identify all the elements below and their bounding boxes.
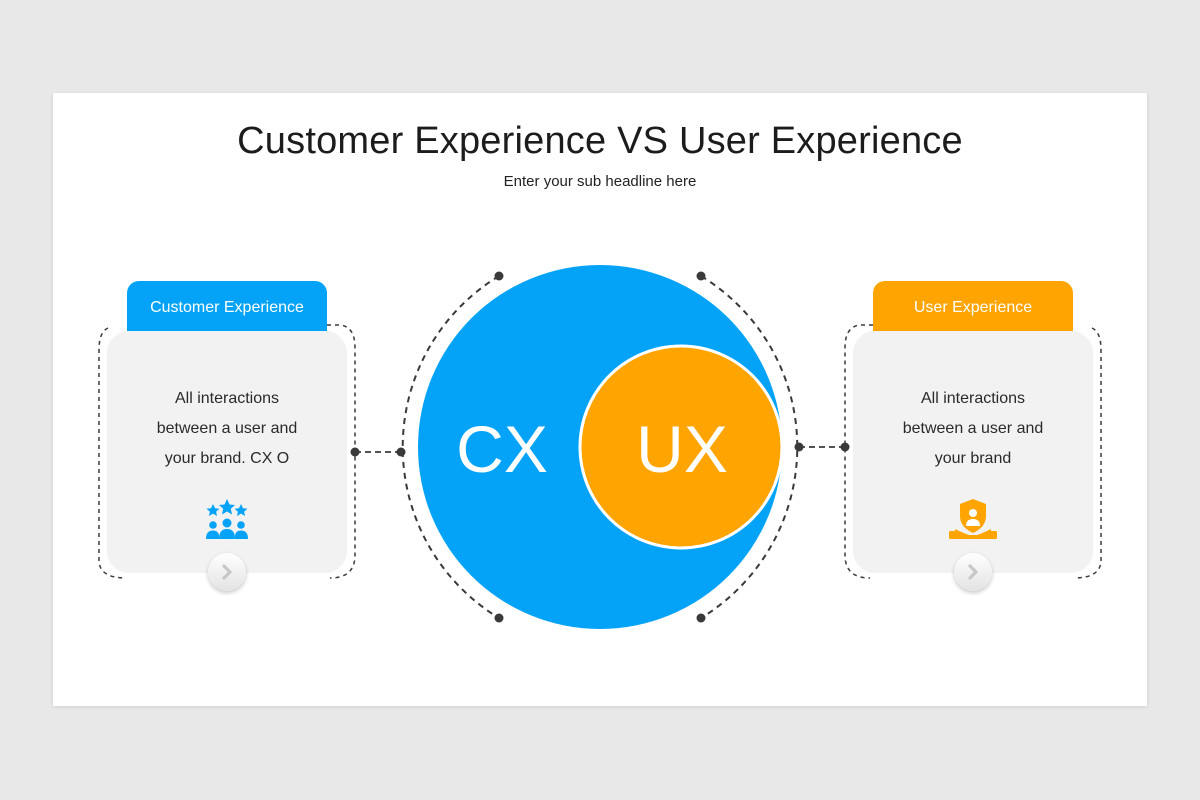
page-title: Customer Experience VS User Experience (237, 120, 963, 162)
cx-circle-label: CX (456, 412, 548, 486)
left-dashed-arc (401, 275, 500, 619)
chevron-right-icon (968, 564, 978, 580)
ux-next-button[interactable] (954, 553, 992, 591)
cx-card: All interactions between a user and your… (107, 331, 347, 573)
ux-circle-label: UX (636, 412, 728, 486)
ux-card-dashed-outline (844, 324, 873, 579)
ux-card-dashed-outline-right (1073, 327, 1102, 579)
cx-card-dashed-outline (98, 327, 127, 579)
cx-description: All interactions between a user and your… (156, 390, 298, 467)
ux-card: All interactions between a user and your… (853, 331, 1093, 573)
cx-next-button[interactable] (208, 553, 246, 591)
ux-circle (578, 344, 784, 550)
ux-description: All interactions between a user and your… (902, 390, 1044, 467)
page-subtitle: Enter your sub headline here (503, 173, 697, 190)
cx-tab: Customer Experience (127, 281, 327, 337)
user-shield-icon (949, 499, 997, 543)
ux-tab: User Experience (873, 281, 1073, 337)
right-dashed-arc (700, 275, 799, 619)
group-rating-stars-icon (203, 499, 251, 543)
chevron-right-icon (222, 564, 232, 580)
cx-card-dashed-outline-right (327, 324, 356, 579)
